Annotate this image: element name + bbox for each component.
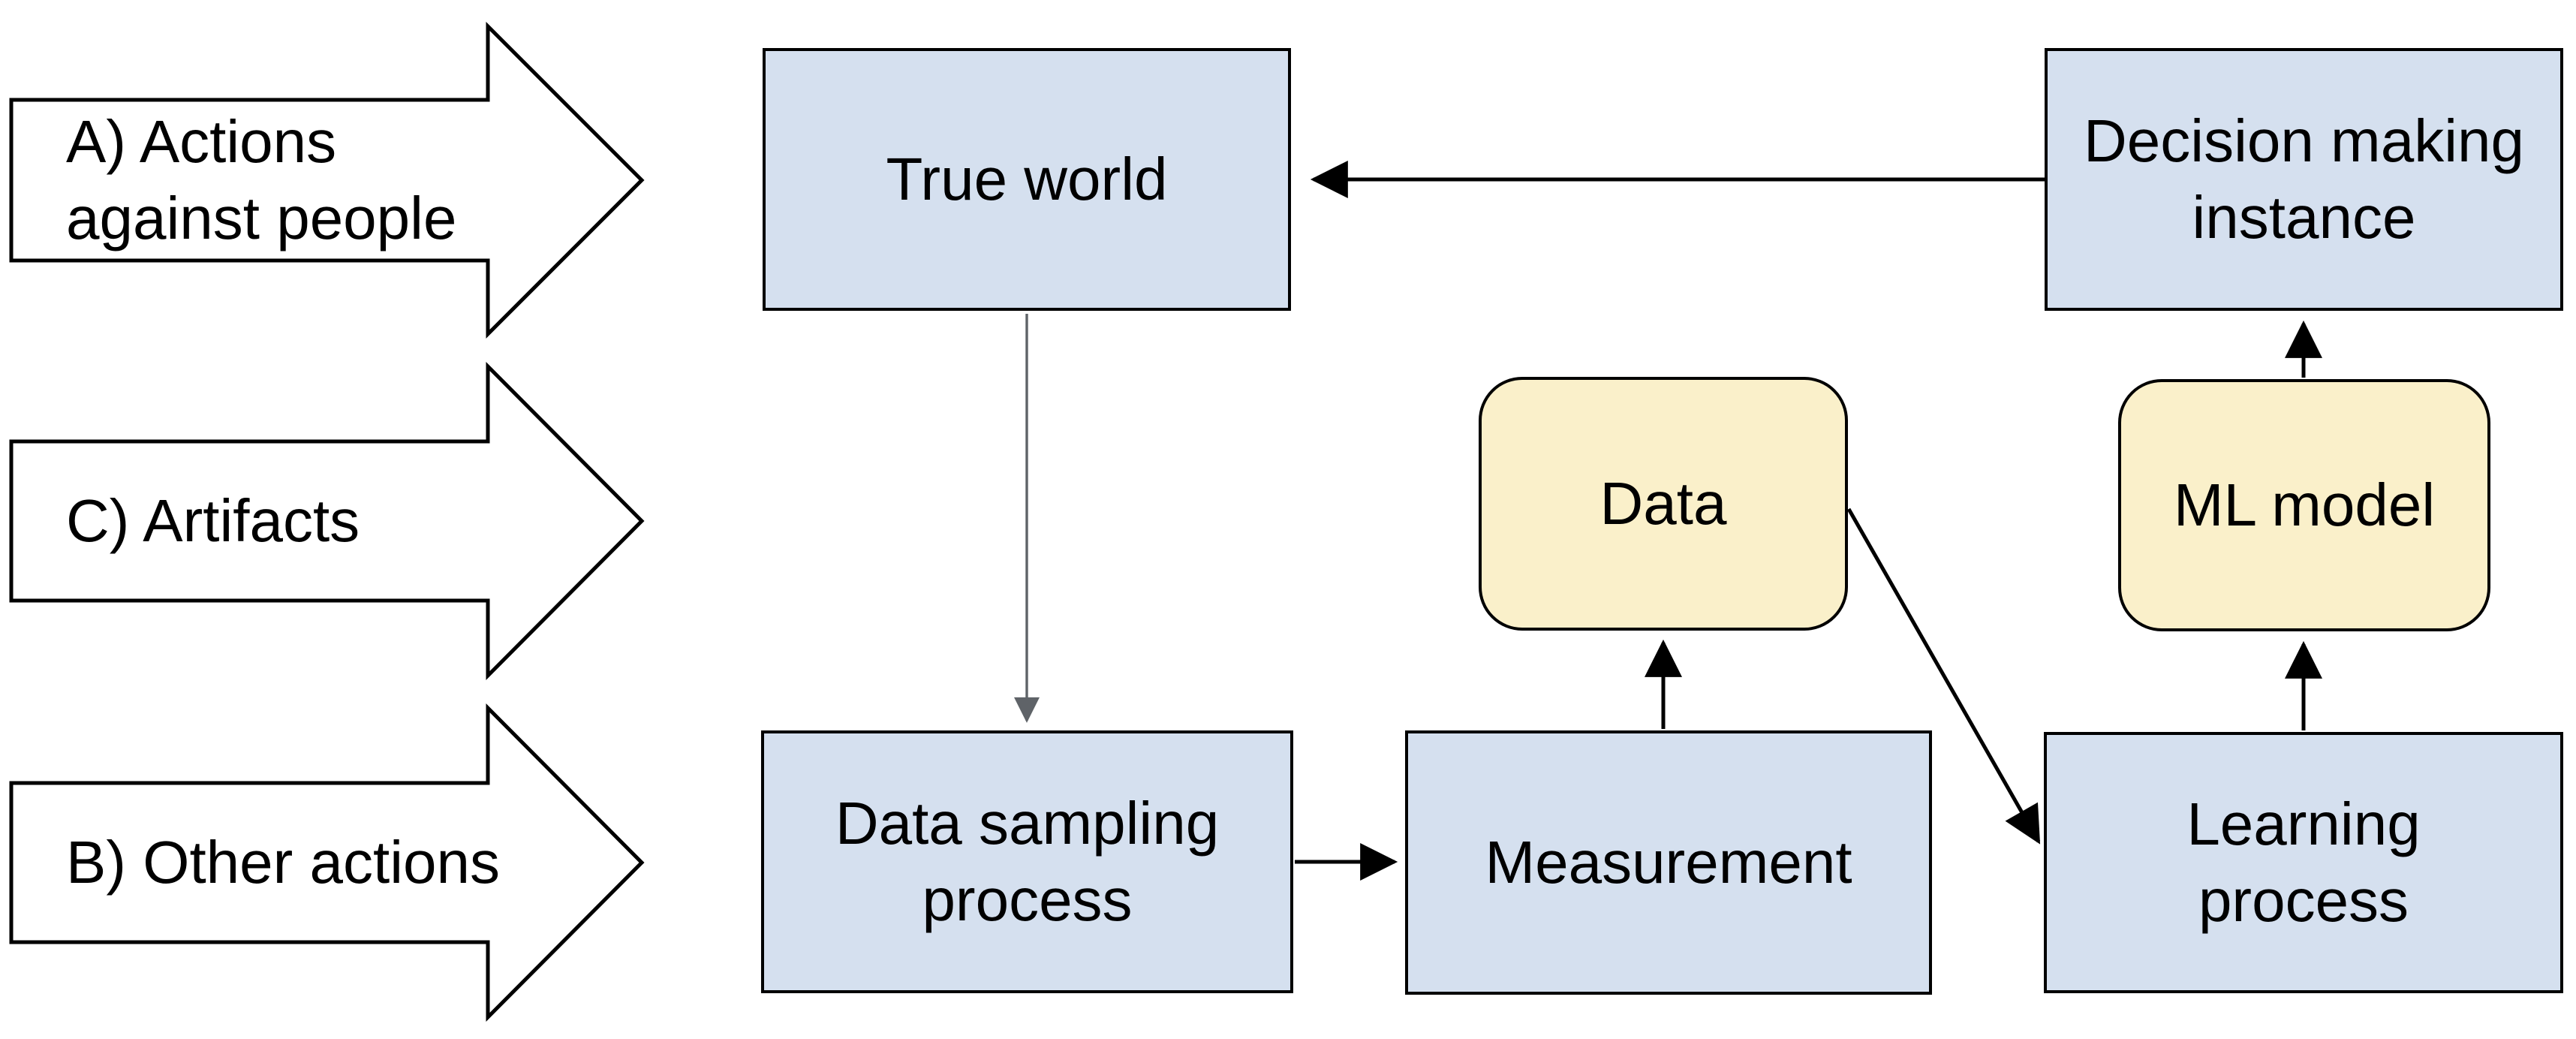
- edge-data-to-learning-process: [1846, 507, 2041, 845]
- block-arrow-a-shape: [9, 21, 645, 339]
- node-learning-process: Learning process: [2044, 732, 2563, 993]
- node-data-label: Data: [1599, 470, 1727, 538]
- block-arrow-b-text: B) Other actions: [66, 829, 501, 896]
- node-decision-making-instance-label: Decision making instance: [2084, 107, 2524, 251]
- node-true-world: True world: [763, 48, 1291, 311]
- node-ml-model: ML model: [2118, 379, 2490, 631]
- block-arrow-a-label: A) Actions against people: [66, 100, 516, 261]
- block-arrow-b-label: B) Other actions: [66, 783, 516, 942]
- node-decision-making-instance: Decision making instance: [2045, 48, 2563, 311]
- block-arrow-c-text: C) Artifacts: [66, 487, 360, 555]
- node-data: Data: [1479, 377, 1848, 631]
- node-measurement: Measurement: [1405, 730, 1932, 995]
- block-arrow-c-shape: [9, 361, 645, 681]
- node-data-sampling-process: Data sampling process: [761, 730, 1293, 993]
- node-true-world-label: True world: [886, 146, 1168, 213]
- node-learning-process-label: Learning process: [2186, 791, 2421, 934]
- node-data-sampling-process-label: Data sampling process: [835, 790, 1220, 933]
- node-ml-model-label: ML model: [2173, 471, 2436, 539]
- block-arrow-b-shape: [9, 703, 645, 1022]
- block-arrow-a-text: A) Actions against people: [66, 108, 457, 251]
- block-arrow-c-label: C) Artifacts: [66, 441, 516, 601]
- node-measurement-label: Measurement: [1485, 829, 1852, 896]
